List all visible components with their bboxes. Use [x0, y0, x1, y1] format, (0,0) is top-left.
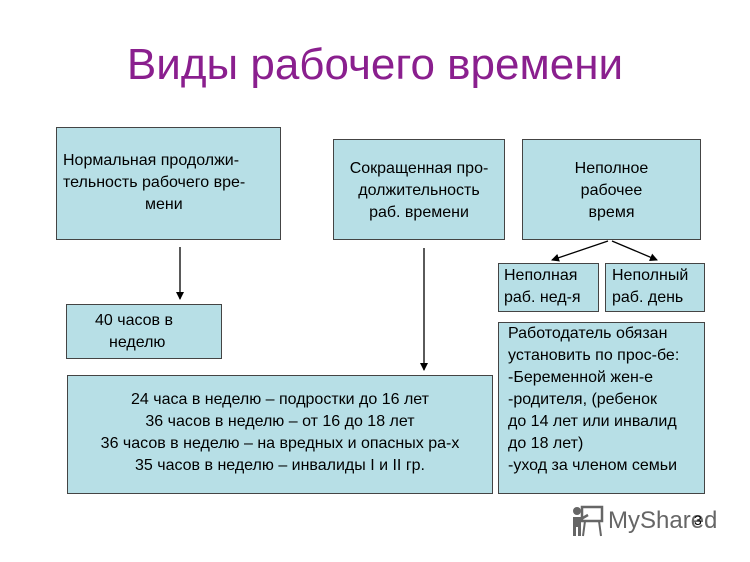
box-line: Нормальная продолжи-: [63, 152, 240, 169]
box-line: Работодатель обязан: [508, 325, 668, 342]
box-line: неделю: [109, 334, 166, 351]
box-line: -уход за членом семьи: [508, 457, 678, 474]
box-part-time-day: Неполный раб. день: [605, 263, 705, 312]
box-line: раб. нед-я: [504, 289, 581, 306]
box-part-time-week: Неполная раб. нед-я: [498, 263, 599, 312]
box-line: -Беременной жен-е: [508, 369, 654, 386]
box-line: Неполная: [504, 267, 578, 284]
box-line: должительность: [358, 182, 480, 199]
box-reduced-hours-list: 24 часа в неделю – подростки до 16 лет 3…: [67, 375, 493, 494]
page-number: 3: [694, 512, 702, 528]
box-line: 36 часов в неделю – на вредных и опасных…: [100, 435, 460, 452]
box-line: раб. день: [612, 289, 684, 306]
box-line: время: [588, 204, 635, 221]
box-normal-working-time: Нормальная продолжи- тельность рабочего …: [56, 127, 281, 240]
arrow-partial-to-day: [611, 240, 658, 261]
box-line: Неполное: [574, 160, 649, 177]
box-line: 36 часов в неделю – от 16 до 18 лет: [145, 413, 415, 430]
teacher-board-icon: [573, 505, 604, 537]
box-employer-obligation: Работодатель обязан установить по прос-б…: [498, 322, 705, 494]
box-40-hours: 40 часов в неделю: [66, 304, 222, 359]
box-line: мени: [145, 196, 183, 213]
box-line: Сокращенная про-: [349, 160, 489, 177]
box-reduced-working-time: Сокращенная про- должительность раб. вре…: [333, 139, 505, 240]
arrow-partial-to-week: [551, 240, 609, 262]
box-line: 24 часа в неделю – подростки до 16 лет: [131, 391, 429, 408]
slide-title: Виды рабочего времени: [126, 40, 624, 89]
box-line: тельность рабочего вре-: [63, 174, 246, 191]
box-line: -родителя, (ребенок: [508, 391, 658, 408]
box-line: до 14 лет или инвалид: [508, 413, 677, 430]
box-line: раб. времени: [369, 204, 469, 221]
box-part-time: Неполное рабочее время: [522, 139, 701, 240]
logo-text: MyShared: [608, 507, 718, 534]
box-line: рабочее: [580, 182, 643, 199]
box-line: установить по прос-бе:: [508, 347, 680, 364]
box-line: 35 часов в неделю – инвалиды I и II гр.: [135, 457, 425, 474]
box-line: до 18 лет): [508, 435, 584, 452]
watermark-logo: MyShared: [570, 503, 717, 539]
box-line: Неполный: [612, 267, 689, 284]
box-line: 40 часов в: [95, 312, 173, 329]
